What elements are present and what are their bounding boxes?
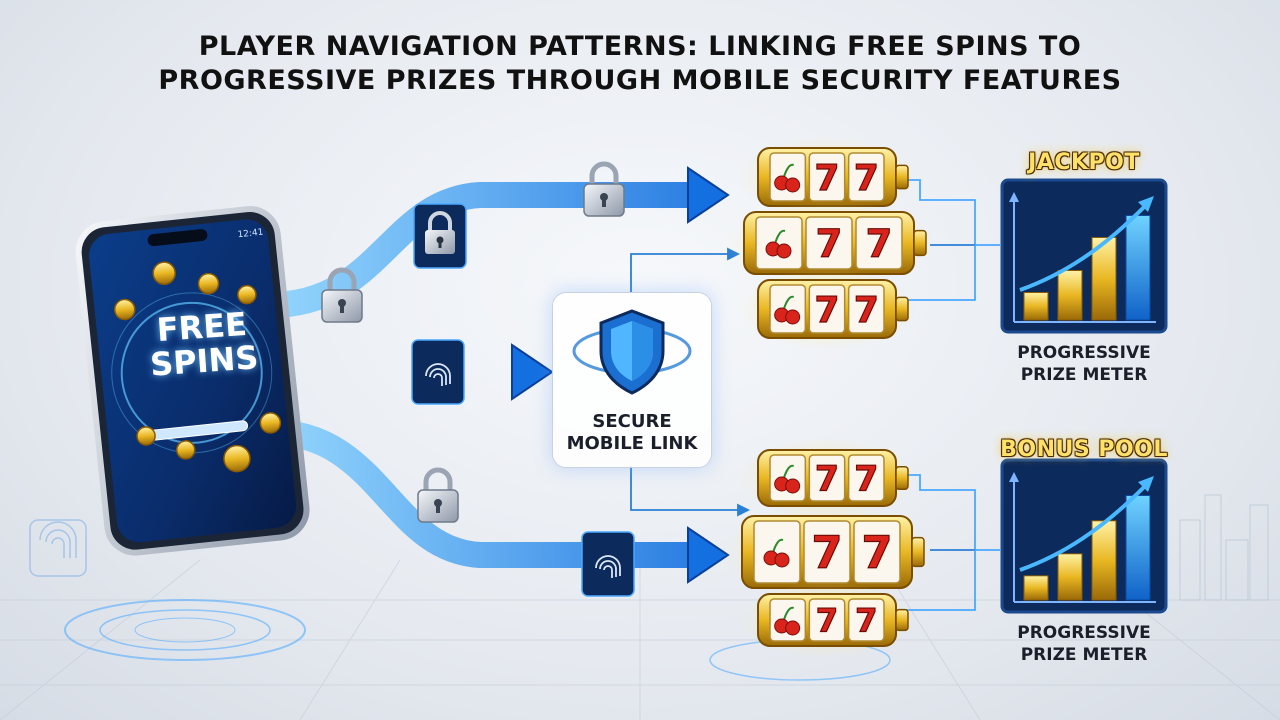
- fingerprint-icon: [411, 339, 465, 405]
- secure-link-line-1: SECURE: [592, 411, 672, 432]
- jackpot-meter-label: PROGRESSIVE PRIZE METER: [984, 342, 1184, 386]
- fingerprint-icon: [581, 531, 635, 597]
- cherry-icon: [785, 309, 801, 325]
- seven-symbol: 7: [854, 158, 879, 199]
- meter-bar: [1125, 215, 1151, 321]
- bonus-pool-title: BONUS POOL: [1000, 437, 1168, 462]
- seven-symbol: 7: [811, 527, 842, 579]
- cherry-icon: [785, 177, 801, 193]
- jackpot-meter: [1000, 178, 1168, 334]
- seven-symbol: 7: [854, 290, 879, 331]
- smartphone: 12:41: [75, 206, 310, 556]
- seven-symbol: 7: [814, 290, 839, 331]
- cherry-icon: [774, 552, 790, 568]
- jackpot-label-line-1: PROGRESSIVE: [1017, 343, 1151, 363]
- lock-icon: [417, 467, 459, 523]
- seven-symbol: 7: [816, 222, 843, 267]
- meter-bar: [1023, 292, 1049, 321]
- skyline-decoration: [1179, 494, 1269, 601]
- status-time: 12:41: [237, 228, 264, 241]
- secure-link-line-2: MOBILE LINK: [566, 433, 698, 454]
- seven-symbol: 7: [816, 601, 838, 639]
- seven-symbol: 7: [855, 601, 877, 639]
- free-spins-label: FREE SPINS: [126, 305, 280, 384]
- title-line-2: Progressive Prizes Through Mobile Securi…: [158, 65, 1122, 96]
- bonus-pool-meter-label: PROGRESSIVE PRIZE METER: [984, 622, 1184, 666]
- trend-arrow: [1019, 482, 1149, 572]
- jackpot-title: JACKPOT: [1028, 150, 1140, 175]
- flow-path-top: [257, 182, 713, 318]
- page-title: Player Navigation Patterns: Linking Free…: [0, 30, 1280, 98]
- coin-icons: [113, 261, 282, 473]
- title-line-1: Player Navigation Patterns: Linking Free…: [198, 31, 1082, 62]
- cherry-icon: [785, 478, 801, 494]
- seven-symbol: 7: [815, 459, 839, 499]
- shield-icon: [572, 309, 692, 395]
- lock-icon: [583, 161, 625, 217]
- bonus-pool-meter: [1000, 458, 1168, 614]
- arrow-right-icon: [687, 166, 730, 224]
- seven-symbol: 7: [861, 527, 892, 579]
- meter-bar: [1125, 495, 1151, 601]
- meter-bars: [1023, 495, 1151, 601]
- meter-bars: [1023, 215, 1151, 321]
- jackpot-label-line-2: PRIZE METER: [1020, 365, 1148, 385]
- secure-mobile-link-card: SECURE MOBILE LINK: [552, 292, 712, 468]
- seven-symbol: 7: [814, 158, 839, 199]
- lock-icon: [413, 203, 467, 269]
- flow-paths: [257, 182, 713, 568]
- cherry-icon: [785, 620, 801, 636]
- seven-symbol: 7: [866, 222, 893, 267]
- fingerprint-icon: [29, 519, 87, 577]
- seven-symbol: 7: [854, 459, 878, 499]
- cherry-icon: [776, 243, 792, 259]
- trend-arrow: [1019, 202, 1149, 292]
- connector-lines: [630, 179, 1000, 611]
- arrow-right-icon: [511, 343, 554, 401]
- meter-bar: [1057, 270, 1083, 321]
- meter-bar: [1023, 575, 1049, 601]
- arrow-right-icon: [687, 526, 730, 584]
- bonus-pool-label-line-1: PROGRESSIVE: [1017, 623, 1151, 643]
- lock-icon: [321, 267, 363, 323]
- arrow-heads: [511, 166, 730, 584]
- meter-bar: [1057, 553, 1083, 601]
- secure-link-text: SECURE MOBILE LINK: [553, 411, 711, 455]
- flow-path-bottom: [257, 419, 713, 568]
- meter-bar: [1091, 520, 1117, 601]
- bonus-pool-label-line-2: PRIZE METER: [1020, 645, 1148, 665]
